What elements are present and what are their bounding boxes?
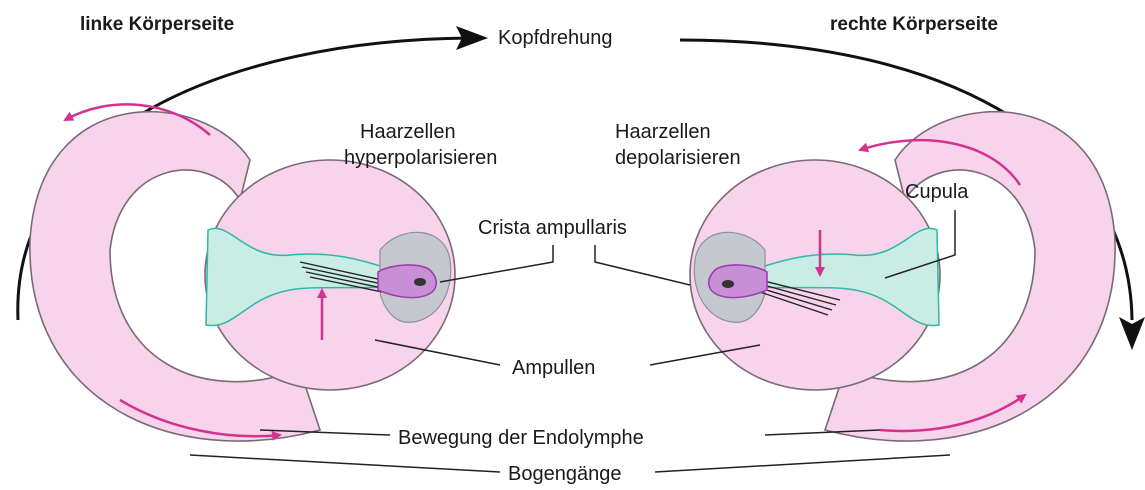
bogengaenge-label: Bogengänge bbox=[508, 463, 621, 485]
left-side-label: linke Körperseite bbox=[80, 14, 234, 35]
head-rotation-arrowhead-right bbox=[1119, 317, 1145, 350]
left-hair-cell bbox=[378, 265, 436, 298]
right-hair-cell bbox=[709, 265, 767, 298]
left-hair-cells-label-2: hyperpolarisieren bbox=[344, 147, 497, 169]
left-hair-cells-label-1: Haarzellen bbox=[360, 121, 456, 143]
right-hair-cells-label-1: Haarzellen bbox=[615, 121, 711, 143]
right-hair-cells-label-2: depolarisieren bbox=[615, 147, 741, 169]
cupula-label: Cupula bbox=[905, 181, 969, 203]
right-side-label: rechte Körperseite bbox=[830, 14, 998, 35]
ampullen-label: Ampullen bbox=[512, 357, 595, 379]
head-rotation-label: Kopfdrehung bbox=[498, 27, 613, 49]
endolymph-label: Bewegung der Endolymphe bbox=[398, 427, 644, 449]
crista-label: Crista ampullaris bbox=[478, 217, 627, 239]
